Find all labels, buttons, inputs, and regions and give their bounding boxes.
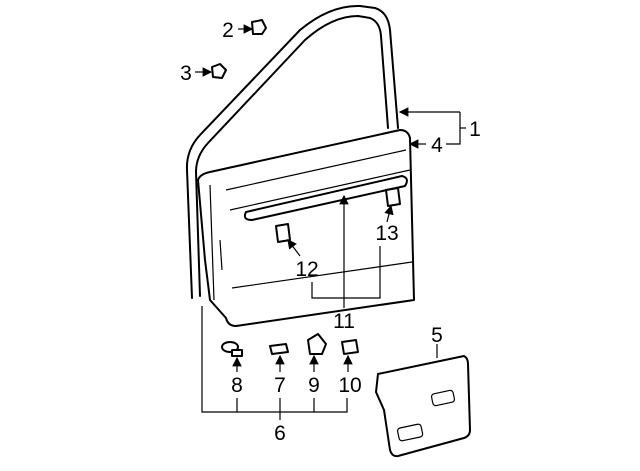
callout-13: 13 xyxy=(375,222,398,245)
leader-lines xyxy=(195,24,466,420)
callout-7: 7 xyxy=(274,374,286,397)
part-5-trim-panel xyxy=(375,355,471,458)
callout-1: 1 xyxy=(469,118,481,141)
callout-4: 4 xyxy=(431,134,443,157)
part-10-clip xyxy=(341,339,359,355)
callout-11: 11 xyxy=(333,310,355,333)
callout-6: 6 xyxy=(274,422,286,445)
door-weatherstrip xyxy=(185,4,399,299)
callout-9: 9 xyxy=(308,374,320,397)
callout-8: 8 xyxy=(231,374,243,397)
callout-5: 5 xyxy=(431,324,443,347)
part-8-clip xyxy=(221,341,243,357)
callout-10: 10 xyxy=(338,374,361,397)
door-shell xyxy=(197,129,415,327)
part-9-clip xyxy=(307,333,327,355)
callout-2: 2 xyxy=(222,19,234,42)
callout-3: 3 xyxy=(180,62,192,85)
part-7-screw xyxy=(269,343,289,355)
part-3-plug xyxy=(211,63,227,79)
part-2-cap xyxy=(251,19,267,35)
callout-12: 12 xyxy=(295,258,318,281)
